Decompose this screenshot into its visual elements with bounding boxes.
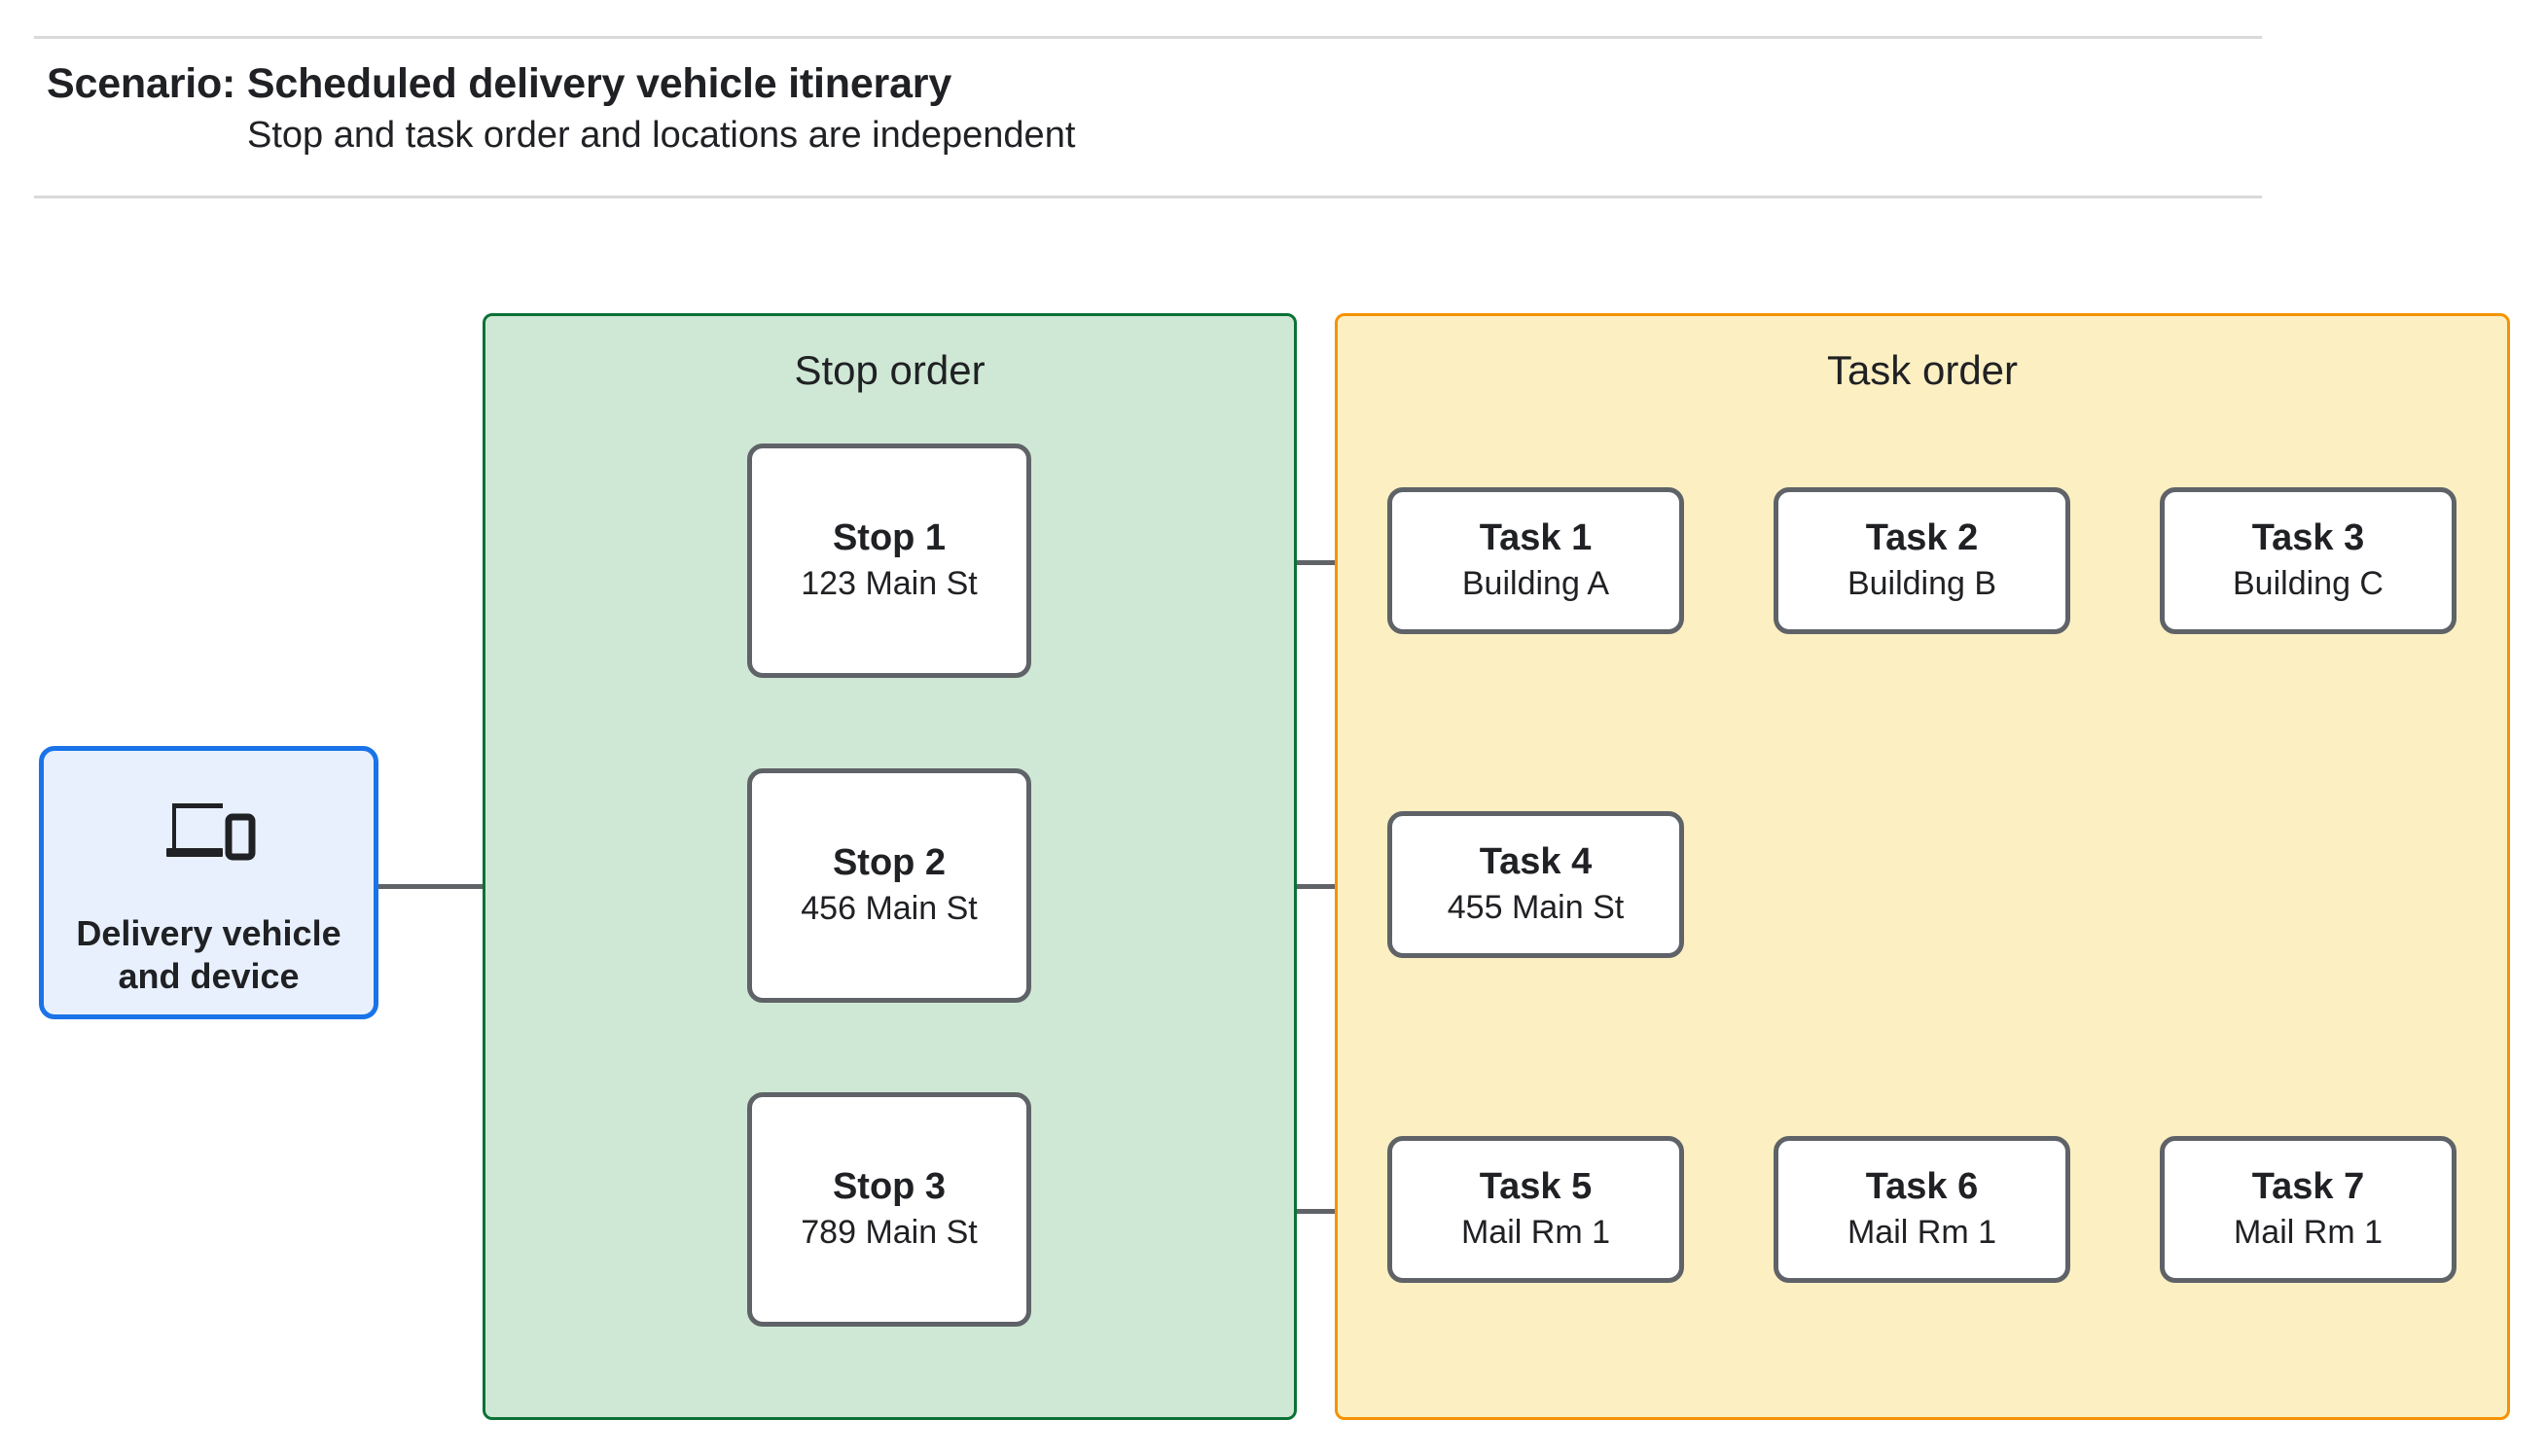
task-node-2-location: Building B — [1847, 564, 1997, 602]
task-node-2[interactable]: Task 2 Building B — [1774, 487, 2070, 634]
task-node-2-title: Task 2 — [1865, 517, 1979, 559]
task-node-4-title: Task 4 — [1479, 841, 1593, 883]
stop-node-2[interactable]: Stop 2 456 Main St — [747, 768, 1031, 1003]
stop-node-3-title: Stop 3 — [832, 1166, 947, 1208]
stop-node-3[interactable]: Stop 3 789 Main St — [747, 1092, 1031, 1327]
page-subtitle: Stop and task order and locations are in… — [247, 115, 1076, 156]
task-node-1[interactable]: Task 1 Building A — [1387, 487, 1684, 634]
task-node-5-title: Task 5 — [1479, 1166, 1593, 1208]
task-node-6[interactable]: Task 6 Mail Rm 1 — [1774, 1136, 2070, 1283]
task-node-6-location: Mail Rm 1 — [1847, 1213, 1997, 1251]
page-title: Scenario: Scheduled delivery vehicle iti… — [47, 60, 952, 107]
task-node-7[interactable]: Task 7 Mail Rm 1 — [2160, 1136, 2456, 1283]
task-node-3[interactable]: Task 3 Building C — [2160, 487, 2456, 634]
stop-node-2-address: 456 Main St — [801, 889, 978, 927]
task-node-3-title: Task 3 — [2251, 517, 2365, 559]
task-node-1-title: Task 1 — [1479, 517, 1593, 559]
stop-node-1-title: Stop 1 — [832, 517, 947, 559]
header-divider-top — [34, 36, 2262, 39]
task-node-4-location: 455 Main St — [1447, 888, 1625, 926]
delivery-vehicle-and-device-node[interactable]: Delivery vehicle and device — [39, 746, 378, 1019]
task-node-4[interactable]: Task 4 455 Main St — [1387, 811, 1684, 958]
stop-order-panel-title: Stop order — [794, 347, 986, 393]
laptop-and-phone-icon — [162, 798, 256, 864]
stop-node-3-address: 789 Main St — [801, 1213, 978, 1251]
stop-node-1[interactable]: Stop 1 123 Main St — [747, 444, 1031, 678]
device-label-line-2: and device — [118, 955, 300, 996]
task-node-5-location: Mail Rm 1 — [1460, 1213, 1611, 1251]
task-node-1-location: Building A — [1461, 564, 1610, 602]
device-label-line-1: Delivery vehicle — [76, 913, 341, 953]
task-node-3-location: Building C — [2233, 564, 2384, 602]
stop-node-1-address: 123 Main St — [801, 564, 978, 602]
device-label: Delivery vehicle and device — [76, 912, 341, 998]
task-node-7-title: Task 7 — [2251, 1166, 2365, 1208]
connector-device-to-trunk — [376, 884, 553, 889]
stop-node-2-title: Stop 2 — [832, 842, 947, 884]
task-node-7-location: Mail Rm 1 — [2233, 1213, 2384, 1251]
task-order-panel-title: Task order — [1826, 347, 2019, 393]
header-divider-bottom — [34, 195, 2262, 198]
task-node-5[interactable]: Task 5 Mail Rm 1 — [1387, 1136, 1684, 1283]
task-node-6-title: Task 6 — [1865, 1166, 1979, 1208]
